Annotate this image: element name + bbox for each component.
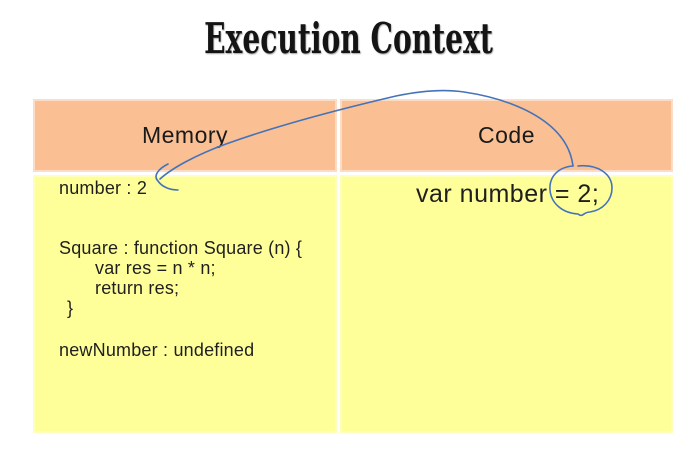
page-title: Execution Context — [0, 15, 697, 63]
code-header-label: Code — [478, 122, 535, 148]
memory-line-square-open: Square : function Square (n) { — [59, 238, 303, 258]
memory-column-header: Memory — [33, 99, 337, 172]
code-cell: var number = 2; — [340, 175, 673, 433]
code-statement: var number = 2; — [416, 180, 600, 208]
page-title-text: Execution Context — [204, 14, 493, 63]
memory-line-var-res: var res = n * n; — [95, 258, 216, 278]
memory-line-return-res: return res; — [95, 278, 180, 298]
memory-line-newnumber: newNumber : undefined — [59, 340, 255, 360]
memory-header-label: Memory — [141, 122, 229, 148]
memory-line-close-brace: } — [67, 298, 74, 318]
execution-context-table: Memory Code number : 2 Square : function… — [33, 99, 673, 433]
memory-cell: number : 2 Square : function Square (n) … — [33, 175, 337, 433]
code-column-header: Code — [340, 99, 673, 172]
memory-line-number: number : 2 — [59, 178, 148, 198]
